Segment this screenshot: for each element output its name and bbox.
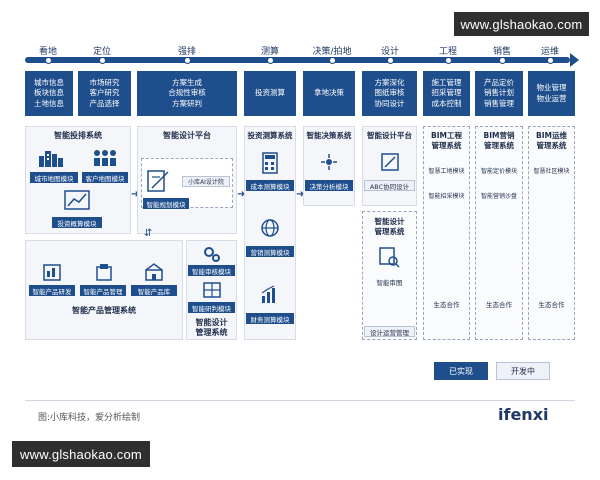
legend-dev: 开发中 xyxy=(496,362,550,380)
stage-task-box: 投资测算 xyxy=(244,71,296,116)
product-manage-icon xyxy=(94,262,114,282)
design-mgmt-left-title: 智能设计 管理系统 xyxy=(195,318,228,337)
design-mgmt-right-panel xyxy=(362,211,417,340)
stage-label: 测算 xyxy=(260,47,279,57)
timeline-dot xyxy=(45,56,52,64)
eco-coop-label: 生态合作 xyxy=(486,301,512,309)
timeline-dot xyxy=(445,56,452,64)
finance-calc-module: 财务测算模块 xyxy=(246,313,294,324)
design-platform2-title: 智能设计平台 xyxy=(367,131,412,140)
stage-task-box: 城市信息板块信息土地信息 xyxy=(25,71,73,116)
customers-icon xyxy=(92,148,118,168)
bim-sales-panel xyxy=(475,126,523,340)
stage-label: 工程 xyxy=(438,47,457,57)
stage-label: 定位 xyxy=(92,47,111,57)
bim-ops-title: BIM运维 管理系统 xyxy=(536,131,567,150)
product-research-icon xyxy=(42,262,62,282)
ifenxi-logo: ifenxi xyxy=(498,405,549,424)
arrow-right-icon: ➜ xyxy=(131,189,140,200)
eco-coop-label: 生态合作 xyxy=(433,301,460,309)
collab-design-icon xyxy=(380,152,400,172)
design-ops-module: 设计运营管理 xyxy=(364,326,415,337)
smart-judge-module: 智能研判模块 xyxy=(188,302,235,313)
arrow-right-icon: ➜ xyxy=(296,189,305,200)
bim-sales-title: BIM营销 管理系统 xyxy=(483,131,515,150)
timeline-dot xyxy=(499,56,506,64)
bim-eng-title: BIM工程 管理系统 xyxy=(431,131,462,150)
product-library-icon xyxy=(144,262,164,282)
timeline-bar xyxy=(25,57,570,63)
calculator-icon xyxy=(260,152,280,174)
stage-label: 强排 xyxy=(177,47,196,57)
stage-label: 销售 xyxy=(492,47,511,57)
stage-label: 设计 xyxy=(380,47,399,57)
stage-label: 决策/拍地 xyxy=(312,47,352,57)
arrow-right-icon: ➜ xyxy=(237,189,246,200)
design-platform2-panel xyxy=(362,126,417,206)
smart-pricing-label: 智能定价模块 xyxy=(480,168,517,175)
timeline-dot xyxy=(267,56,274,64)
stage-task-box: 拿地决策 xyxy=(303,71,355,116)
smart-site-label: 智慧工地模块 xyxy=(428,168,465,175)
decision-arrows-icon xyxy=(319,152,339,172)
stage-task-box: 施工管理招采管理成本控制 xyxy=(423,71,470,116)
abc-collab-module: ABC协同设计 xyxy=(364,180,415,191)
stage-label: 运维 xyxy=(540,47,559,57)
timeline-dot xyxy=(329,56,336,64)
watermark-top: www.glshaokao.com xyxy=(454,12,589,36)
smart-drawing-review-label: 智能审图 xyxy=(376,279,403,287)
investment-system-panel xyxy=(244,126,296,340)
globe-icon xyxy=(260,218,280,238)
gears-icon xyxy=(202,244,222,264)
product-system-title: 智能产品管理系统 xyxy=(72,306,136,315)
stage-task-box: 方案深化图纸审核协同设计 xyxy=(362,71,417,116)
eco-coop-label: 生态合作 xyxy=(538,301,565,309)
drawing-review-icon xyxy=(378,246,400,268)
smart-community-label: 智慧社区模块 xyxy=(533,168,570,175)
decision-system-panel xyxy=(303,126,355,206)
smart-planning-module: 智能规划模块 xyxy=(143,198,189,209)
timeline-dot xyxy=(387,56,394,64)
customer-map-module: 客户地图模块 xyxy=(82,172,128,183)
footer-divider xyxy=(25,400,575,401)
timeline-dot xyxy=(547,56,554,64)
smart-procurement-label: 智能招采模块 xyxy=(428,193,465,200)
grid-plan-icon xyxy=(202,281,222,299)
land-system-title: 智能投排系统 xyxy=(54,131,102,140)
marketing-calc-module: 营销测算模块 xyxy=(246,246,294,257)
smart-review-module: 智能审核模块 xyxy=(188,265,235,276)
stage-label: 看地 xyxy=(38,47,57,57)
timeline-dot xyxy=(184,56,191,64)
product-library-module: 智能产品库 xyxy=(131,285,177,296)
product-research-module: 智能产品研发 xyxy=(29,285,75,296)
city-buildings-icon xyxy=(38,148,64,168)
design-platform-title: 智能设计平台 xyxy=(163,131,211,140)
timeline-arrowhead xyxy=(570,53,579,67)
watermark-bottom: www.glshaokao.com xyxy=(12,441,150,467)
stage-task-box: 产品定价销售计划销售管理 xyxy=(475,71,523,116)
stage-task-box: 市场研究客户研究产品选择 xyxy=(78,71,131,116)
smart-sandbox-label: 智能营销沙盘 xyxy=(480,193,517,200)
ai-design-institute-label: 小库AI设计院 xyxy=(182,176,230,187)
bar-chart-icon xyxy=(260,284,280,304)
cost-calc-module: 成本测算模块 xyxy=(246,180,294,191)
stage-task-box: 物业管理物业运营 xyxy=(528,71,575,116)
city-map-module: 城市地图模块 xyxy=(30,172,78,183)
decision-system-title: 智能决策系统 xyxy=(306,131,352,140)
investment-system-title: 投资测算系统 xyxy=(247,131,293,140)
arrow-bidirectional-icon: ⇵ xyxy=(144,228,153,239)
investment-chart-icon xyxy=(64,190,90,212)
bim-ops-panel xyxy=(528,126,575,340)
caption: 图:小库科技，爱分析绘制 xyxy=(38,413,141,423)
timeline-dot xyxy=(99,56,106,64)
drafting-icon xyxy=(146,168,172,194)
legend-done: 已实现 xyxy=(434,362,488,380)
investment-estimate-module: 投资概算模块 xyxy=(52,217,102,228)
product-manage-module: 智能产品管理 xyxy=(80,285,126,296)
decision-analysis-module: 决策分析模块 xyxy=(305,180,353,191)
bim-eng-panel xyxy=(423,126,470,340)
design-mgmt-right-title: 智能设计 管理系统 xyxy=(374,217,405,236)
stage-task-box: 方案生成合规性审核方案研判 xyxy=(137,71,237,116)
